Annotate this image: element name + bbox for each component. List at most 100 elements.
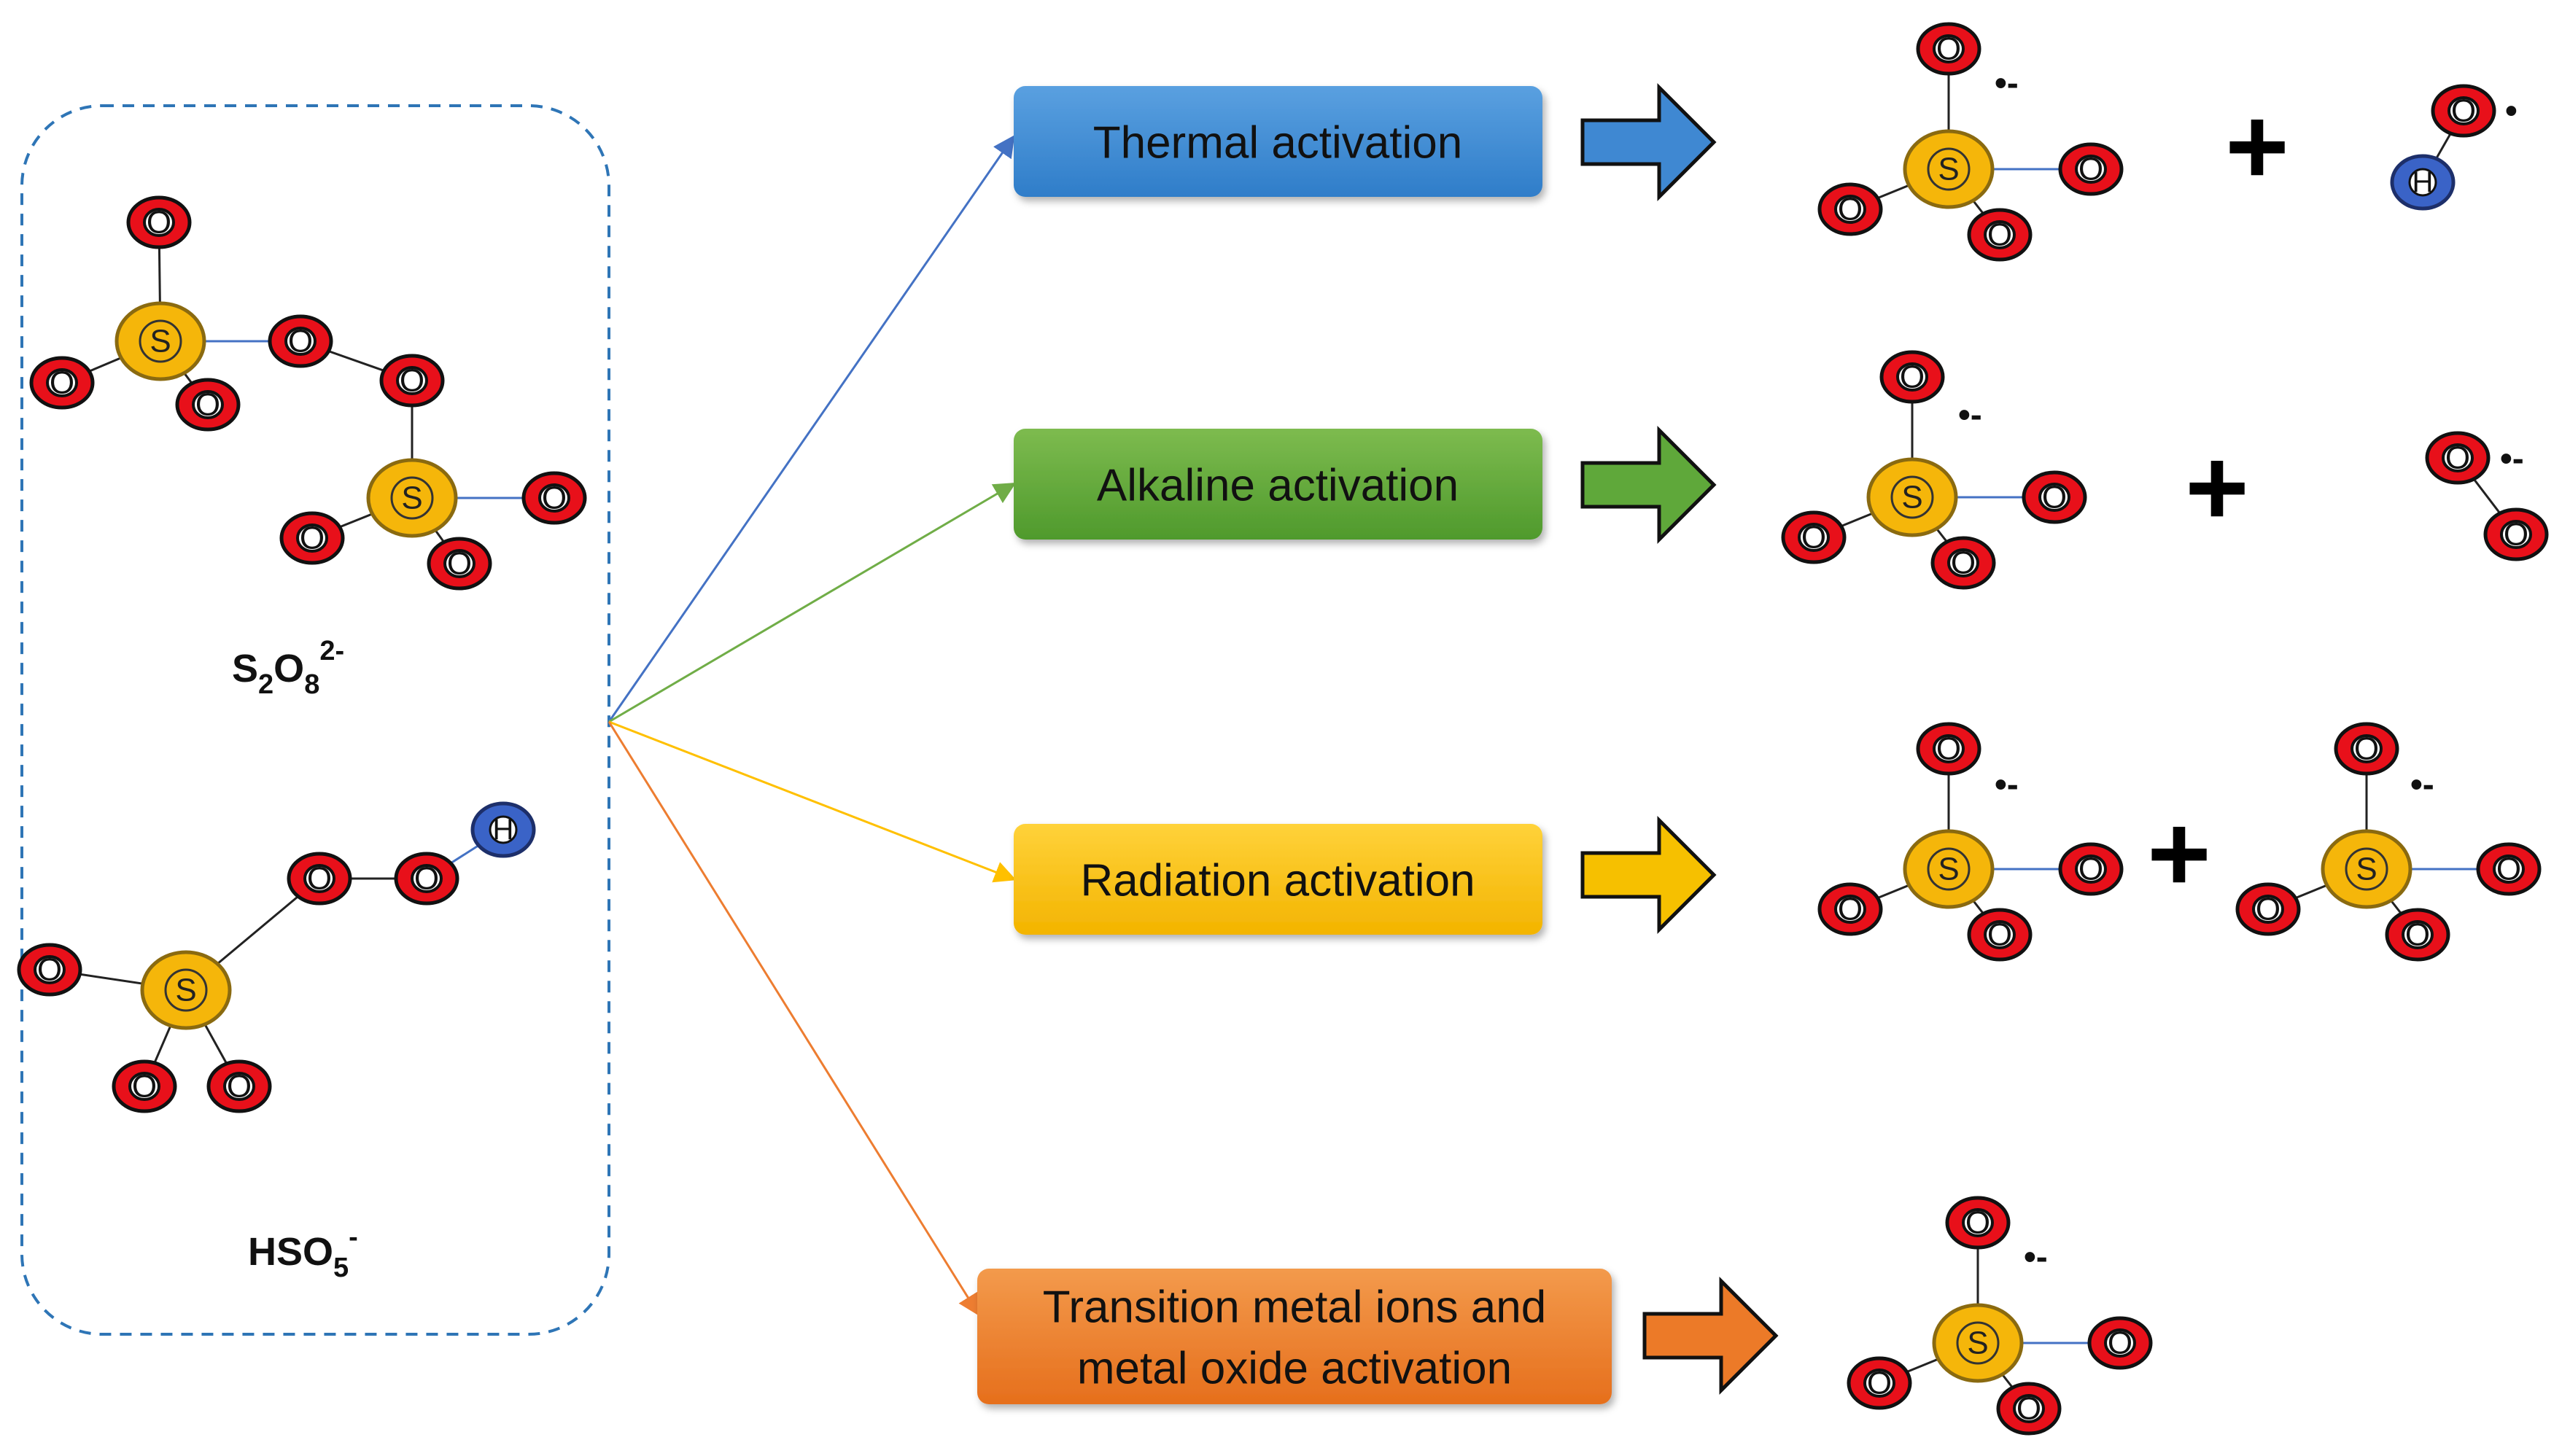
persulfate-oxygen-2: O xyxy=(29,356,95,410)
metal-sulfate-oxygen-right: O xyxy=(2087,1316,2153,1370)
connector-thermal xyxy=(607,135,1015,723)
persulfate-formula: S2O82- xyxy=(232,636,344,700)
thermal-activation-box xyxy=(1014,86,1542,197)
alkaline-sulfate-oxygen-right: O xyxy=(2022,470,2087,524)
radical-mark-thermal-sulfate: •- xyxy=(1995,64,2019,103)
thermal-hydroxyl-hydrogen: H xyxy=(2390,154,2456,211)
svg-text:H: H xyxy=(493,814,514,846)
alkaline-sulfate-oxygen-top: O xyxy=(1879,350,1945,404)
thermal-hydroxyl-oxygen: O xyxy=(2431,84,2496,138)
radiation-sulfate-1-oxygen-top: O xyxy=(1916,722,1981,776)
svg-text:O: O xyxy=(132,1069,157,1105)
svg-text:O: O xyxy=(1936,31,1961,67)
metal-sulfate-sulfur: S xyxy=(1932,1303,2024,1383)
radiation-sulfate-1-sulfur: S xyxy=(1903,829,1995,909)
persulfate-oxygen-4: O xyxy=(268,314,333,368)
metal-activation-box xyxy=(977,1269,1612,1404)
radical-mark-radiation-sulfate-1: •- xyxy=(1995,766,2019,804)
alkaline-sulfate-oxygen-bottom: O xyxy=(1930,536,1996,590)
svg-text:S: S xyxy=(2356,852,2377,887)
metal-activation-label-line2: metal oxide activation xyxy=(1077,1344,1512,1394)
svg-text:O: O xyxy=(2256,892,2280,927)
radiation-sulfate-2-oxygen-left: O xyxy=(2235,882,2301,936)
alkaline-superoxide-oxygen-1: O xyxy=(2425,431,2491,485)
metal-sulfate-oxygen-left: O xyxy=(1847,1356,1912,1410)
thermal-sulfate-oxygen-right: O xyxy=(2058,142,2124,196)
svg-text:O: O xyxy=(1965,1205,1990,1241)
svg-text:O: O xyxy=(2078,152,2103,187)
plus-sign-radiation: + xyxy=(2147,792,2211,914)
svg-text:O: O xyxy=(400,363,424,399)
persulfate-oxygen-1: O xyxy=(126,195,192,249)
plus-sign-thermal: + xyxy=(2225,85,2289,207)
radical-mark-metal-sulfate: •- xyxy=(2024,1238,2048,1277)
metal-block-arrow xyxy=(1642,1276,1779,1395)
alkaline-superoxide-oxygen-2: O xyxy=(2483,507,2549,561)
radiation-activation-label: Radiation activation xyxy=(1080,856,1475,906)
thermal-block-arrow xyxy=(1580,82,1717,202)
svg-text:O: O xyxy=(1838,192,1863,227)
svg-text:O: O xyxy=(2078,852,2103,887)
persulfate-sulfur-2: S xyxy=(366,458,458,538)
svg-text:O: O xyxy=(1900,359,1925,395)
svg-text:O: O xyxy=(447,546,472,582)
pms-oxygen-5: O xyxy=(394,852,459,906)
svg-text:O: O xyxy=(288,324,313,359)
svg-text:S: S xyxy=(175,973,196,1008)
svg-text:S: S xyxy=(1938,152,1959,187)
plus-sign-alkaline: + xyxy=(2185,426,2249,548)
thermal-sulfate-oxygen-left: O xyxy=(1817,182,1883,236)
pms-oxygen-2: O xyxy=(112,1059,177,1113)
svg-text:O: O xyxy=(2108,1325,2132,1361)
svg-text:S: S xyxy=(1938,852,1959,887)
thermal-activation-label: Thermal activation xyxy=(1093,118,1463,168)
svg-text:O: O xyxy=(2445,440,2470,476)
svg-text:O: O xyxy=(195,387,220,423)
svg-text:O: O xyxy=(1867,1366,1892,1401)
svg-text:O: O xyxy=(1838,892,1863,927)
alkaline-sulfate-sulfur: S xyxy=(1866,457,1958,537)
svg-text:S: S xyxy=(150,324,171,359)
svg-text:O: O xyxy=(2451,93,2476,129)
pms-oxygen-3: O xyxy=(206,1059,272,1113)
connector-radiation xyxy=(608,720,1017,883)
svg-text:O: O xyxy=(2504,517,2528,553)
radiation-sulfate-1-oxygen-right: O xyxy=(2058,842,2124,896)
alkaline-sulfate-oxygen-left: O xyxy=(1781,510,1847,564)
persulfate-sulfur-1: S xyxy=(114,301,206,381)
reactant-container xyxy=(20,104,610,1336)
peroxymonosulfate-formula: HSO5- xyxy=(248,1222,358,1283)
svg-text:O: O xyxy=(1936,731,1961,767)
svg-text:H: H xyxy=(2412,166,2434,198)
persulfate-oxygen-3: O xyxy=(175,378,241,432)
svg-text:O: O xyxy=(300,521,325,556)
thermal-sulfate-oxygen-top: O xyxy=(1916,22,1981,76)
radiation-sulfate-2-oxygen-bottom: O xyxy=(2385,908,2450,962)
radiation-block-arrow xyxy=(1580,815,1717,935)
svg-text:O: O xyxy=(414,861,439,897)
connector-alkaline xyxy=(608,482,1017,723)
radiation-activation-box xyxy=(1014,824,1542,935)
svg-text:O: O xyxy=(2496,852,2521,887)
metal-activation-label-line1: Transition metal ions and xyxy=(1043,1282,1546,1333)
radiation-sulfate-2-sulfur: S xyxy=(2321,829,2412,909)
svg-text:O: O xyxy=(1987,217,2012,253)
pms-sulfur: S xyxy=(140,950,232,1030)
svg-text:O: O xyxy=(542,480,567,516)
svg-text:O: O xyxy=(2016,1391,2041,1427)
svg-text:O: O xyxy=(227,1069,252,1105)
thermal-sulfate-sulfur: S xyxy=(1903,129,1995,209)
svg-text:S: S xyxy=(401,480,422,516)
radiation-sulfate-2-oxygen-top: O xyxy=(2334,722,2399,776)
metal-sulfate-oxygen-top: O xyxy=(1945,1196,2011,1250)
alkaline-block-arrow xyxy=(1580,425,1717,545)
svg-text:O: O xyxy=(1801,520,1826,556)
svg-text:O: O xyxy=(307,861,332,897)
persulfate-oxygen-7: O xyxy=(427,537,492,591)
svg-text:O: O xyxy=(37,952,62,988)
svg-text:S: S xyxy=(1901,480,1922,515)
persulfate-oxygen-5: O xyxy=(379,354,445,408)
radical-mark-alkaline-sulfate: •- xyxy=(1958,396,1982,435)
radical-mark-alkaline-superoxide: •- xyxy=(2500,440,2524,478)
svg-text:O: O xyxy=(2405,917,2430,953)
